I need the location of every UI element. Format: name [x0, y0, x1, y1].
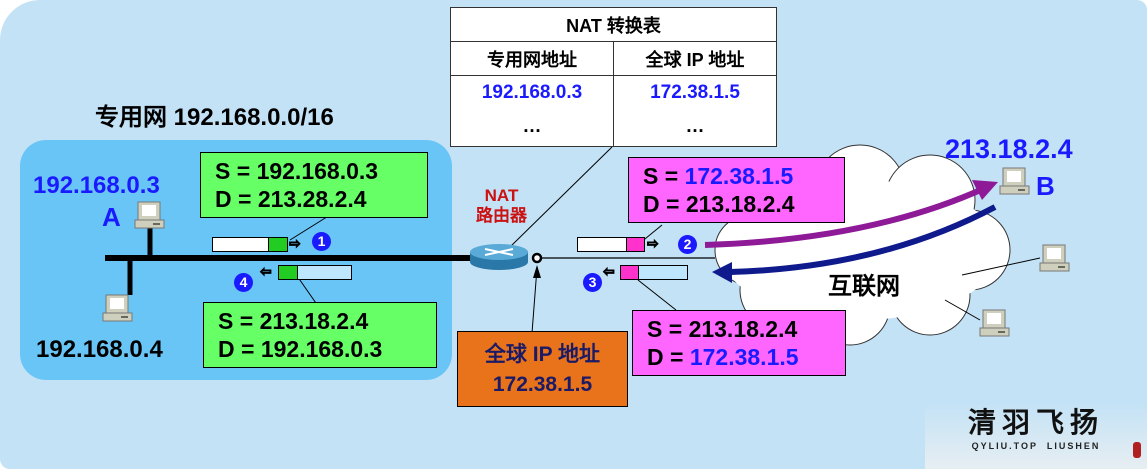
nat-header-global: 全球 IP 地址 — [645, 49, 745, 70]
step-1-badge: 1 — [312, 232, 331, 251]
arrow-right-icon: ⇨ — [647, 236, 660, 253]
step-3-badge: 3 — [583, 273, 602, 292]
computer-icon — [1039, 244, 1070, 272]
global-ip-label: 全球 IP 地址 — [484, 343, 601, 366]
arrow-outbound — [704, 185, 987, 248]
host-other-ip: 192.168.0.4 — [36, 336, 163, 363]
packet-frame-header — [268, 237, 288, 252]
router-icon — [470, 244, 528, 270]
nat-table: NAT 转换表 专用网地址 全球 IP 地址 192.168.0.3 … 172.… — [450, 7, 777, 147]
nat-cell: … — [685, 116, 705, 137]
watermark-logo: 清羽飞扬 QYLIU.TOP LIUSHEN — [925, 402, 1147, 469]
computer-icon-b — [999, 167, 1030, 195]
global-ip-box: 全球 IP 地址 172.38.1.5 — [457, 331, 628, 407]
step-2-badge: 2 — [678, 235, 697, 254]
nat-header-private: 专用网地址 — [451, 42, 614, 75]
packet-4-header: S = 213.18.2.4 D = 192.168.0.3 — [203, 302, 437, 368]
nat-table-title: NAT 转换表 — [566, 15, 661, 36]
packet-frame — [212, 237, 270, 252]
internet-label: 互联网 — [828, 273, 900, 300]
computer-icon-other — [102, 294, 133, 322]
arrow-right-icon: ⇨ — [289, 236, 302, 253]
nat-cell: 172.38.1.5 — [650, 82, 740, 103]
nat-cell: … — [522, 116, 542, 137]
computer-icon — [979, 309, 1010, 337]
arrow-inbound — [729, 204, 997, 275]
host-b-ip: 213.18.2.4 — [945, 134, 1073, 164]
step-4-badge: 4 — [234, 273, 253, 292]
packet-1-header: S = 192.168.0.3 D = 213.28.2.4 — [200, 152, 428, 218]
computer-icon-a — [134, 201, 165, 229]
host-a-name: A — [102, 202, 121, 232]
host-b-name: B — [1036, 171, 1055, 201]
private-network-label: 专用网 192.168.0.0/16 — [95, 104, 334, 131]
nat-cell: 192.168.0.3 — [481, 82, 583, 103]
host-a-ip: 192.168.0.3 — [33, 172, 160, 199]
packet-frame-header — [278, 265, 298, 280]
arrow-left-icon: ⇦ — [260, 264, 273, 281]
global-ip-value: 172.38.1.5 — [492, 373, 593, 396]
packet-frame-header — [626, 237, 645, 252]
packet-3-header: S = 213.18.2.4 D = 172.38.1.5 — [632, 310, 846, 376]
arrow-left-icon: ⇦ — [603, 264, 616, 281]
packet-2-header: S = 172.38.1.5 D = 213.18.2.4 — [628, 157, 845, 223]
packet-frame-header — [620, 265, 639, 280]
seal-icon — [1133, 442, 1141, 458]
